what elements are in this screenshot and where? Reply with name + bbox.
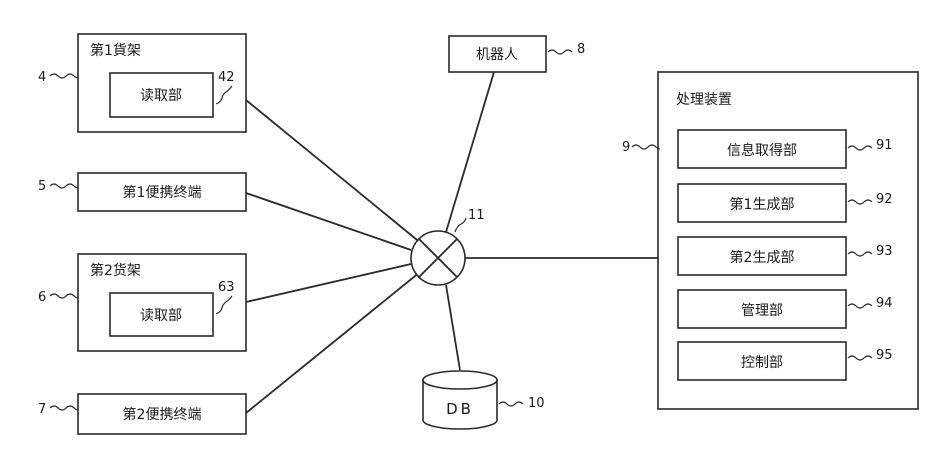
database: DB 10	[423, 371, 545, 429]
line-db-hub	[446, 285, 460, 370]
hub-ref: 11	[468, 208, 485, 223]
hub: 11	[411, 208, 485, 285]
unit-management-label: 管理部	[741, 303, 783, 319]
shelf2: 第2货架 读取部 63 6	[38, 254, 246, 351]
unit-info-acquisition-label: 信息取得部	[727, 142, 797, 159]
terminal2: 第2便携终端 7	[38, 394, 246, 434]
robot: 机器人 8	[449, 36, 585, 72]
unit-management-ref: 94	[876, 296, 893, 311]
unit-control-label: 控制部	[741, 355, 783, 371]
terminal1-ref: 5	[38, 179, 46, 194]
processor-title: 处理装置	[676, 92, 732, 108]
shelf1-ref: 4	[38, 70, 46, 85]
line-shelf2-hub	[246, 264, 411, 302]
shelf2-reader-ref: 63	[218, 280, 235, 295]
unit-first-generation-label: 第1生成部	[730, 196, 795, 213]
shelf1: 第1貨架 读取部 42 4	[38, 34, 246, 132]
line-terminal2-hub	[246, 272, 420, 413]
terminal1-label: 第1便携终端	[123, 184, 202, 201]
processor-leader	[632, 145, 660, 149]
shelf1-leader	[50, 74, 78, 78]
unit-second-generation-label: 第2生成部	[730, 249, 795, 266]
unit-info-acquisition-ref: 91	[876, 138, 893, 153]
terminal2-label: 第2便携终端	[123, 406, 202, 423]
shelf1-reader-ref: 42	[218, 70, 235, 85]
shelf2-reader-label: 读取部	[140, 307, 182, 324]
robot-label: 机器人	[476, 47, 518, 63]
unit-second-generation-ref: 93	[876, 244, 893, 259]
shelf2-title: 第2货架	[90, 262, 141, 279]
hub-leader	[455, 218, 466, 232]
processor-ref: 9	[622, 140, 630, 155]
shelf1-title: 第1貨架	[90, 42, 141, 59]
db-ref: 10	[528, 396, 545, 411]
robot-leader	[548, 50, 572, 54]
terminal1: 第1便携终端 5	[38, 173, 246, 211]
line-terminal1-hub	[246, 193, 411, 250]
shelf2-leader	[50, 294, 78, 298]
shelf1-reader-label: 读取部	[140, 87, 182, 104]
line-shelf1-hub	[246, 100, 422, 244]
processor: 处理装置 9 信息取得部 91 第1生成部 92 第2生成部 93 管理部 94	[622, 72, 918, 409]
db-top	[423, 371, 497, 389]
shelf2-ref: 6	[38, 290, 46, 305]
robot-ref: 8	[577, 42, 585, 57]
db-leader	[499, 402, 523, 406]
terminal2-ref: 7	[38, 402, 46, 417]
terminal1-leader	[50, 184, 78, 188]
unit-first-generation-ref: 92	[876, 192, 893, 207]
db-label: DB	[446, 400, 474, 418]
unit-control-ref: 95	[876, 348, 893, 363]
terminal2-leader	[50, 406, 78, 410]
